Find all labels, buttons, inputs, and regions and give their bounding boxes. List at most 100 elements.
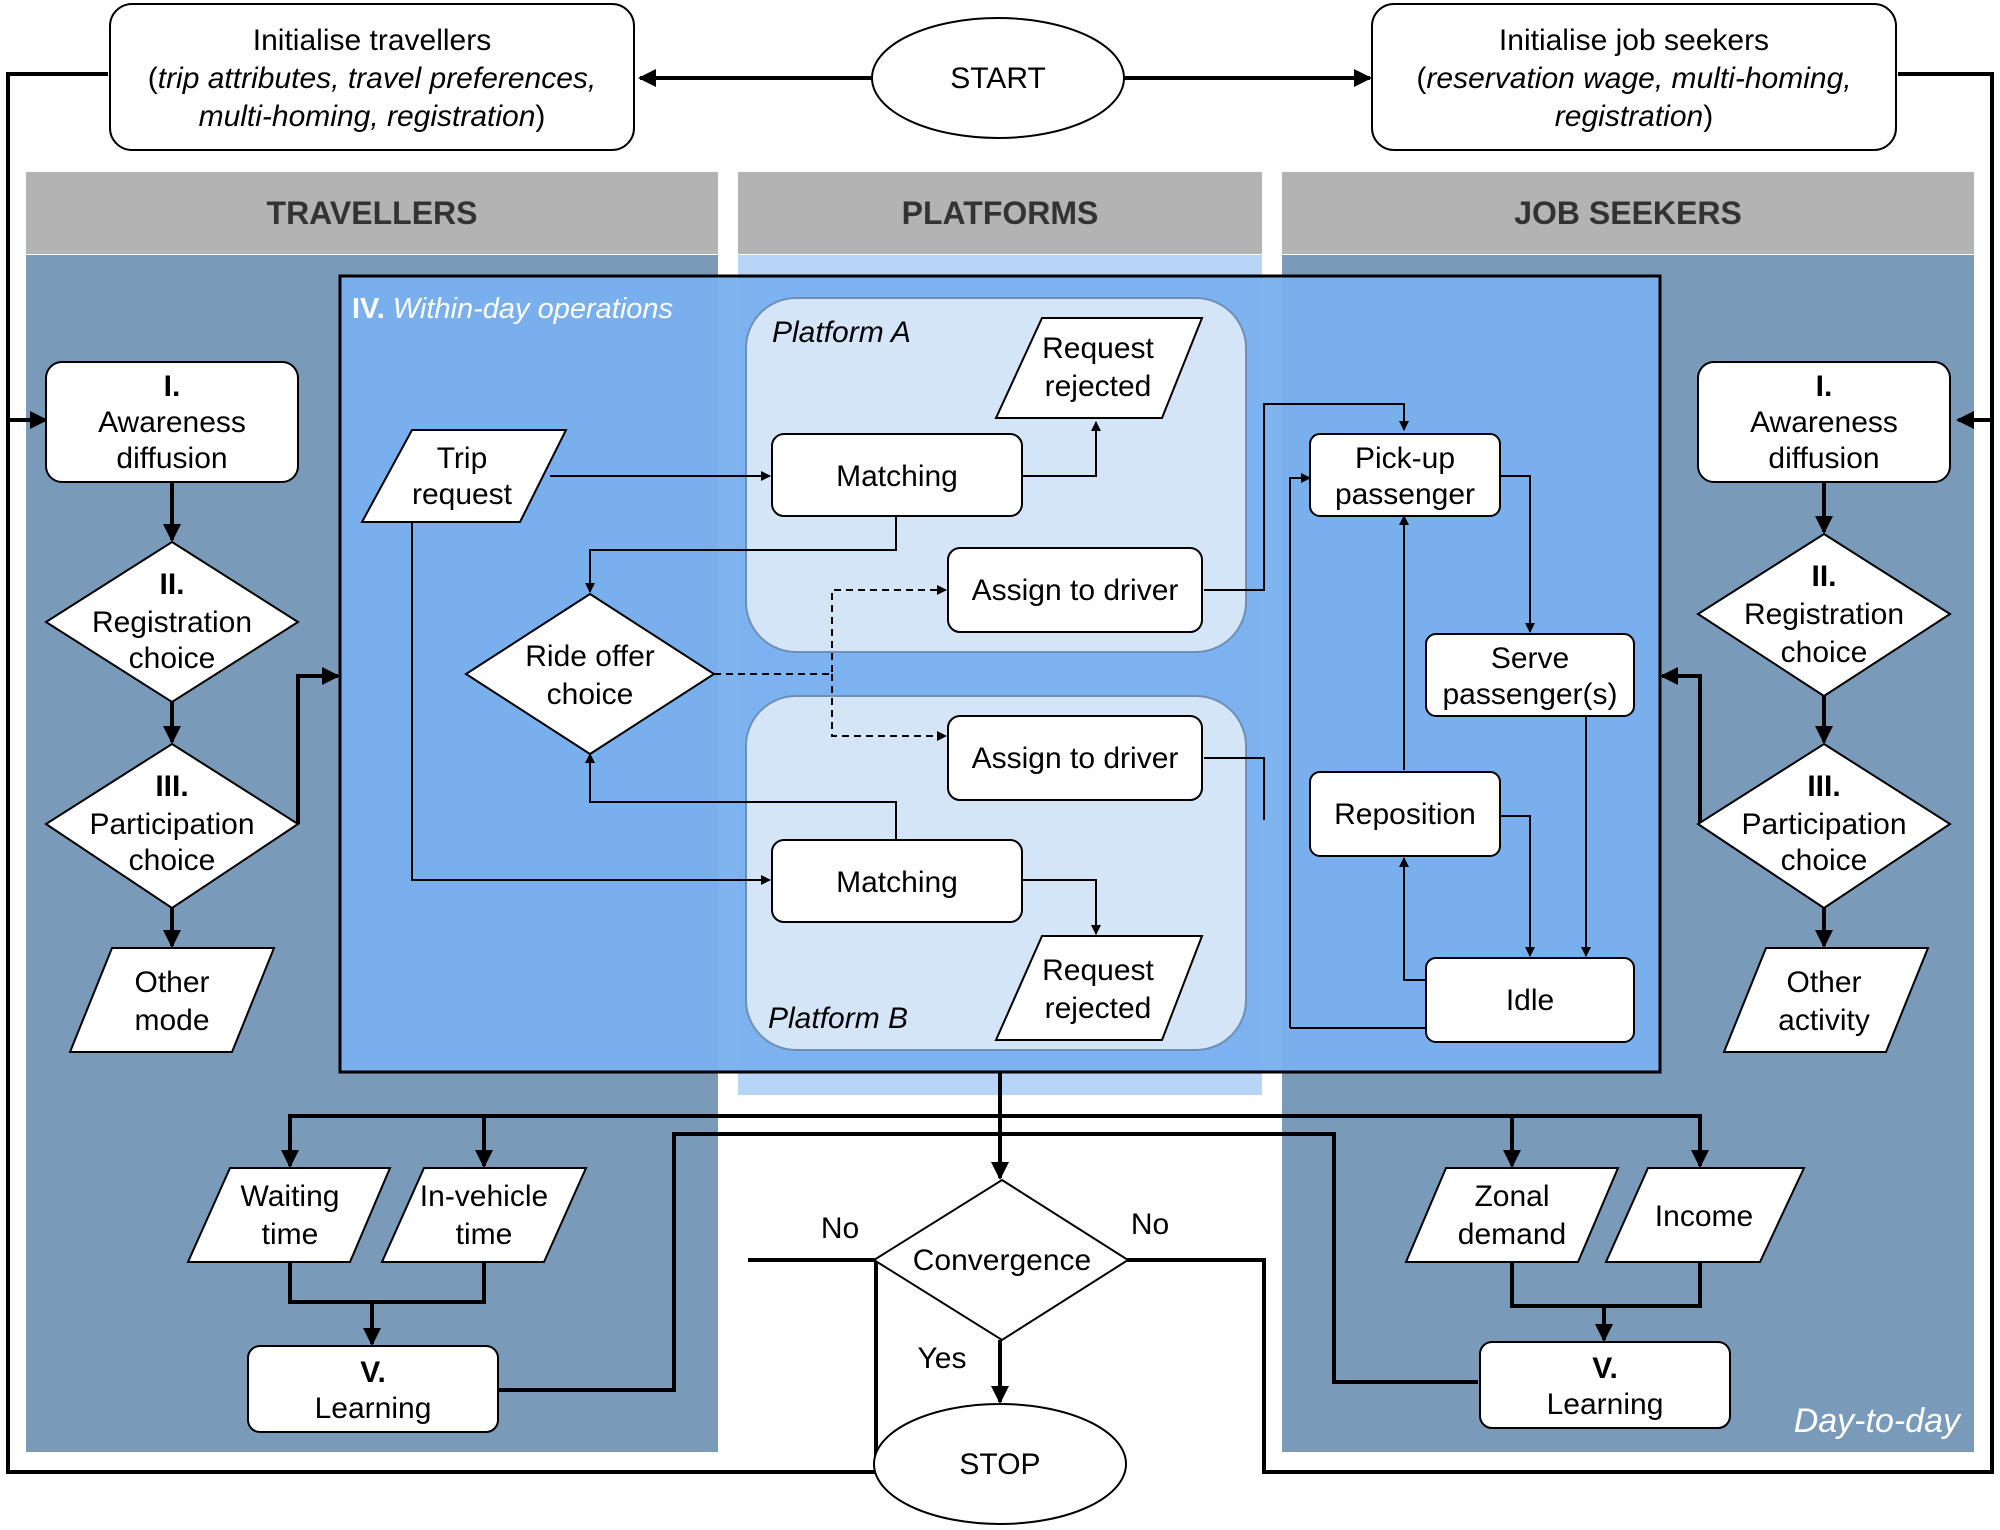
matching-a-box: [771, 433, 1023, 517]
initialise-travellers-open-paren: (: [148, 62, 158, 95]
initialise-travellers-attributes-2: multi-homing, registration): [199, 100, 546, 133]
initialise-travellers-title: Initialise travellers: [253, 24, 491, 57]
travellers-registration-decision: [44, 540, 300, 704]
job-seekers-registration-line1: Registration: [1744, 598, 1904, 631]
job-seekers-participation-line1: Participation: [1741, 808, 1906, 841]
other-activity-output: [1722, 947, 1930, 1053]
income-output: [1604, 1167, 1806, 1263]
convergence-yes-label: Yes: [918, 1342, 967, 1375]
initialise-travellers-attributes: (trip attributes, travel preferences,: [148, 62, 597, 95]
travellers-awareness-box: [45, 361, 299, 483]
platform-a-label: Platform A: [772, 316, 911, 349]
request-rejected-b-line2: rejected: [1045, 992, 1152, 1025]
job-seekers-learning-numeral: V.: [1592, 1352, 1618, 1385]
ride-offer-decision: [464, 592, 716, 756]
request-rejected-a-line2: rejected: [1045, 370, 1152, 403]
travellers-participation-decision: [44, 742, 300, 910]
initialise-job-seekers-close-paren: ): [1703, 100, 1713, 133]
within-day-numeral: IV.: [352, 293, 385, 325]
assign-driver-b-label: Assign to driver: [972, 742, 1179, 775]
initialise-travellers-attributes-text-2: multi-homing, registration: [199, 100, 536, 133]
job-seekers-participation-line2: choice: [1781, 844, 1868, 877]
stop-terminal: [873, 1403, 1127, 1525]
job-seekers-registration-decision: [1696, 532, 1952, 698]
other-activity-line1: Other: [1786, 966, 1861, 999]
travellers-participation-numeral: III.: [155, 770, 188, 803]
other-mode-output: [68, 947, 276, 1053]
job-seekers-registration-numeral: II.: [1811, 560, 1836, 593]
serve-passengers-line2: passenger(s): [1442, 678, 1617, 711]
travellers-awareness-line1: Awareness: [98, 406, 246, 439]
pickup-passenger-line2: passenger: [1335, 478, 1475, 511]
assign-driver-b-box: [947, 715, 1203, 801]
travellers-header-bar: [26, 172, 718, 254]
job-seekers-awareness-box: [1697, 361, 1951, 483]
travellers-learning-box: [247, 1345, 499, 1433]
stop-label: STOP: [959, 1448, 1040, 1481]
request-rejected-a-line1: Request: [1042, 332, 1154, 365]
trip-request-line2: request: [412, 478, 513, 511]
in-vehicle-time-line2: time: [456, 1218, 513, 1251]
idle-label: Idle: [1506, 984, 1554, 1017]
convergence-no-right-label: No: [1131, 1208, 1169, 1241]
job-seekers-registration-line2: choice: [1781, 636, 1868, 669]
income-label: Income: [1655, 1200, 1753, 1233]
travellers-header: TRAVELLERS: [267, 195, 478, 231]
in-vehicle-time-line1: In-vehicle: [420, 1180, 548, 1213]
job-seekers-header-bar: [1282, 172, 1974, 254]
platforms-header-bar: [738, 172, 1262, 254]
trip-request-line1: Trip: [437, 442, 488, 475]
initialise-job-seekers-title: Initialise job seekers: [1499, 24, 1769, 57]
travellers-learning-label: Learning: [315, 1392, 432, 1425]
job-seekers-header: JOB SEEKERS: [1514, 195, 1742, 231]
other-mode-line2: mode: [134, 1004, 209, 1037]
reposition-box: [1309, 771, 1501, 857]
request-rejected-b-output: [994, 935, 1204, 1041]
matching-a-label: Matching: [836, 460, 958, 493]
travellers-learning-numeral: V.: [360, 1356, 386, 1389]
in-vehicle-time-output: [380, 1167, 588, 1263]
convergence-no-left-label: No: [821, 1212, 859, 1245]
request-rejected-a-output: [994, 317, 1204, 419]
job-seekers-learning-box: [1479, 1341, 1731, 1429]
zonal-demand-line2: demand: [1458, 1218, 1566, 1251]
travellers-registration-line1: Registration: [92, 606, 252, 639]
travellers-awareness-line2: diffusion: [116, 442, 227, 475]
job-seekers-participation-numeral: III.: [1807, 770, 1840, 803]
waiting-time-line2: time: [262, 1218, 319, 1251]
other-mode-line1: Other: [134, 966, 209, 999]
serve-passengers-line1: Serve: [1491, 642, 1569, 675]
job-seekers-awareness-line1: Awareness: [1750, 406, 1898, 439]
idle-box: [1425, 957, 1635, 1043]
waiting-time-line1: Waiting: [241, 1180, 340, 1213]
matching-b-box: [771, 839, 1023, 923]
other-activity-line2: activity: [1778, 1004, 1870, 1037]
initialise-job-seekers-attributes: (reservation wage, multi-homing,: [1416, 62, 1851, 95]
platform-b-label: Platform B: [768, 1002, 908, 1035]
initialise-job-seekers-box: [1371, 3, 1897, 151]
initialise-job-seekers-attributes-text-2: registration: [1555, 100, 1703, 133]
start-terminal: [871, 17, 1125, 139]
ride-offer-line2: choice: [547, 678, 634, 711]
initialise-job-seekers-attributes-text: reservation wage, multi-homing,: [1426, 62, 1851, 95]
trip-request-input: [360, 429, 568, 523]
zonal-demand-output: [1404, 1167, 1620, 1263]
job-seekers-awareness-line2: diffusion: [1768, 442, 1879, 475]
initialise-job-seekers-open-paren: (: [1416, 62, 1426, 95]
convergence-decision: [872, 1178, 1130, 1342]
day-to-day-label: Day-to-day: [1794, 1402, 1962, 1440]
assign-driver-a-box: [947, 547, 1203, 633]
within-day-title-text: Within-day operations: [393, 293, 673, 325]
pickup-passenger-line1: Pick-up: [1355, 442, 1455, 475]
initialise-travellers-box: [109, 3, 635, 151]
travellers-registration-line2: choice: [129, 642, 216, 675]
pickup-passenger-box: [1309, 433, 1501, 517]
waiting-time-output: [186, 1167, 392, 1263]
zonal-demand-line1: Zonal: [1474, 1180, 1549, 1213]
travellers-awareness-numeral: I.: [164, 370, 181, 403]
within-day-title: IV.Within-day operations: [352, 293, 673, 325]
reposition-label: Reposition: [1334, 798, 1476, 831]
travellers-participation-line1: Participation: [89, 808, 254, 841]
initialise-job-seekers-attributes-2: registration): [1555, 100, 1713, 133]
